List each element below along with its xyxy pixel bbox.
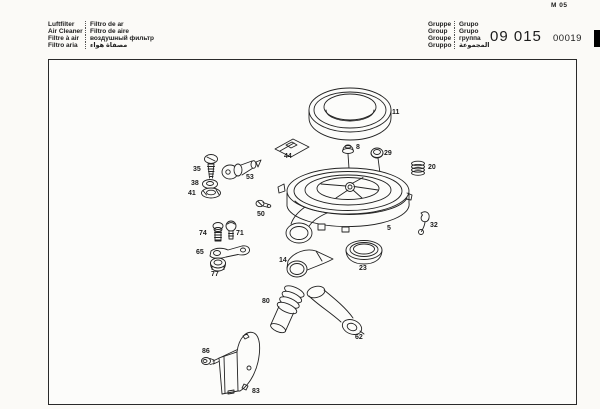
- header-label: Filtro aria: [48, 42, 78, 50]
- part-label-32: 32: [430, 222, 438, 229]
- edge-index-tab: [594, 30, 600, 47]
- header-right-row: Gruppo المجموعة: [428, 42, 490, 50]
- header-label: Gruppo: [428, 42, 452, 50]
- part-label-74: 74: [199, 230, 207, 237]
- part-44-graphic: [274, 138, 310, 158]
- part-label-80: 80: [262, 298, 270, 305]
- part-77-graphic: [210, 257, 226, 272]
- sheet-number: 00019: [553, 33, 582, 44]
- part-53-graphic: [221, 159, 262, 180]
- part-32-graphic: [418, 211, 430, 235]
- part-label-38: 38: [191, 180, 199, 187]
- header-label: Groupe: [428, 35, 452, 43]
- part-62-graphic: [306, 285, 365, 335]
- header-label: Grupo: [454, 28, 479, 36]
- part-label-83: 83: [252, 388, 260, 395]
- header-right-table: Gruppe Grupo Group Grupo Groupe группа G…: [428, 21, 490, 50]
- part-11-graphic: [308, 87, 392, 141]
- part-14-graphic: [286, 249, 334, 278]
- part-label-14: 14: [279, 257, 287, 264]
- header-left-row: Filtro aria مصفاة هواء: [48, 42, 154, 50]
- part-label-20: 20: [428, 164, 436, 171]
- part-label-86: 86: [202, 348, 210, 355]
- part-5-graphic: [277, 167, 413, 244]
- part-label-41: 41: [188, 190, 196, 197]
- header-label: Grupo: [454, 21, 479, 29]
- part-label-65: 65: [196, 249, 204, 256]
- part-label-11: 11: [392, 109, 400, 116]
- part-20-graphic: [411, 160, 425, 176]
- part-label-44: 44: [284, 153, 292, 160]
- part-83-graphic: [212, 331, 261, 395]
- header-label: المجموعة: [454, 42, 490, 50]
- part-label-62: 62: [355, 334, 363, 341]
- part-label-53: 53: [246, 174, 254, 181]
- header-left-row: Luftfilter Filtro de ar: [48, 21, 154, 29]
- header-right-row: Gruppe Grupo: [428, 21, 490, 29]
- header-right-row: Groupe группа: [428, 35, 490, 43]
- header-label: группа: [454, 35, 481, 43]
- header-label: Filtre à air: [48, 35, 80, 43]
- part-65-graphic: [209, 245, 250, 259]
- part-41-graphic: [201, 187, 221, 199]
- part-23-graphic: [345, 240, 383, 265]
- corner-code: M 05: [551, 2, 568, 9]
- part-label-23: 23: [359, 265, 367, 272]
- part-74-graphic: [212, 222, 224, 242]
- part-label-29: 29: [384, 150, 392, 157]
- header-label: Luftfilter: [48, 21, 75, 28]
- part-label-77: 77: [211, 271, 219, 278]
- header-label: воздушный фильтр: [85, 35, 154, 43]
- header-label: Group: [428, 28, 448, 36]
- part-86-graphic: [201, 357, 215, 365]
- part-label-8: 8: [356, 144, 360, 151]
- header-label: Air Cleaner: [48, 28, 83, 36]
- part-label-50: 50: [257, 211, 265, 218]
- part-80-graphic: [270, 285, 305, 334]
- header-label: Filtro de aire: [85, 28, 129, 36]
- header-left-row: Air Cleaner Filtro de aire: [48, 28, 154, 36]
- part-71-graphic: [225, 220, 237, 240]
- header-label: مصفاة هواء: [85, 42, 127, 50]
- part-38-graphic: [202, 179, 218, 189]
- header-left-row: Filtre à air воздушный фильтр: [48, 35, 154, 43]
- header-label: Filtro de ar: [85, 21, 124, 29]
- header-right-row: Group Grupo: [428, 28, 490, 36]
- header-label: Gruppe: [428, 21, 452, 28]
- part-50-graphic: [255, 199, 272, 208]
- part-35-graphic: [204, 154, 218, 179]
- part-label-5: 5: [387, 225, 391, 232]
- part-label-71: 71: [236, 230, 244, 237]
- part-label-35: 35: [193, 166, 201, 173]
- header-left-table: Luftfilter Filtro de ar Air Cleaner Filt…: [48, 21, 154, 50]
- group-number: 09 015: [490, 28, 542, 45]
